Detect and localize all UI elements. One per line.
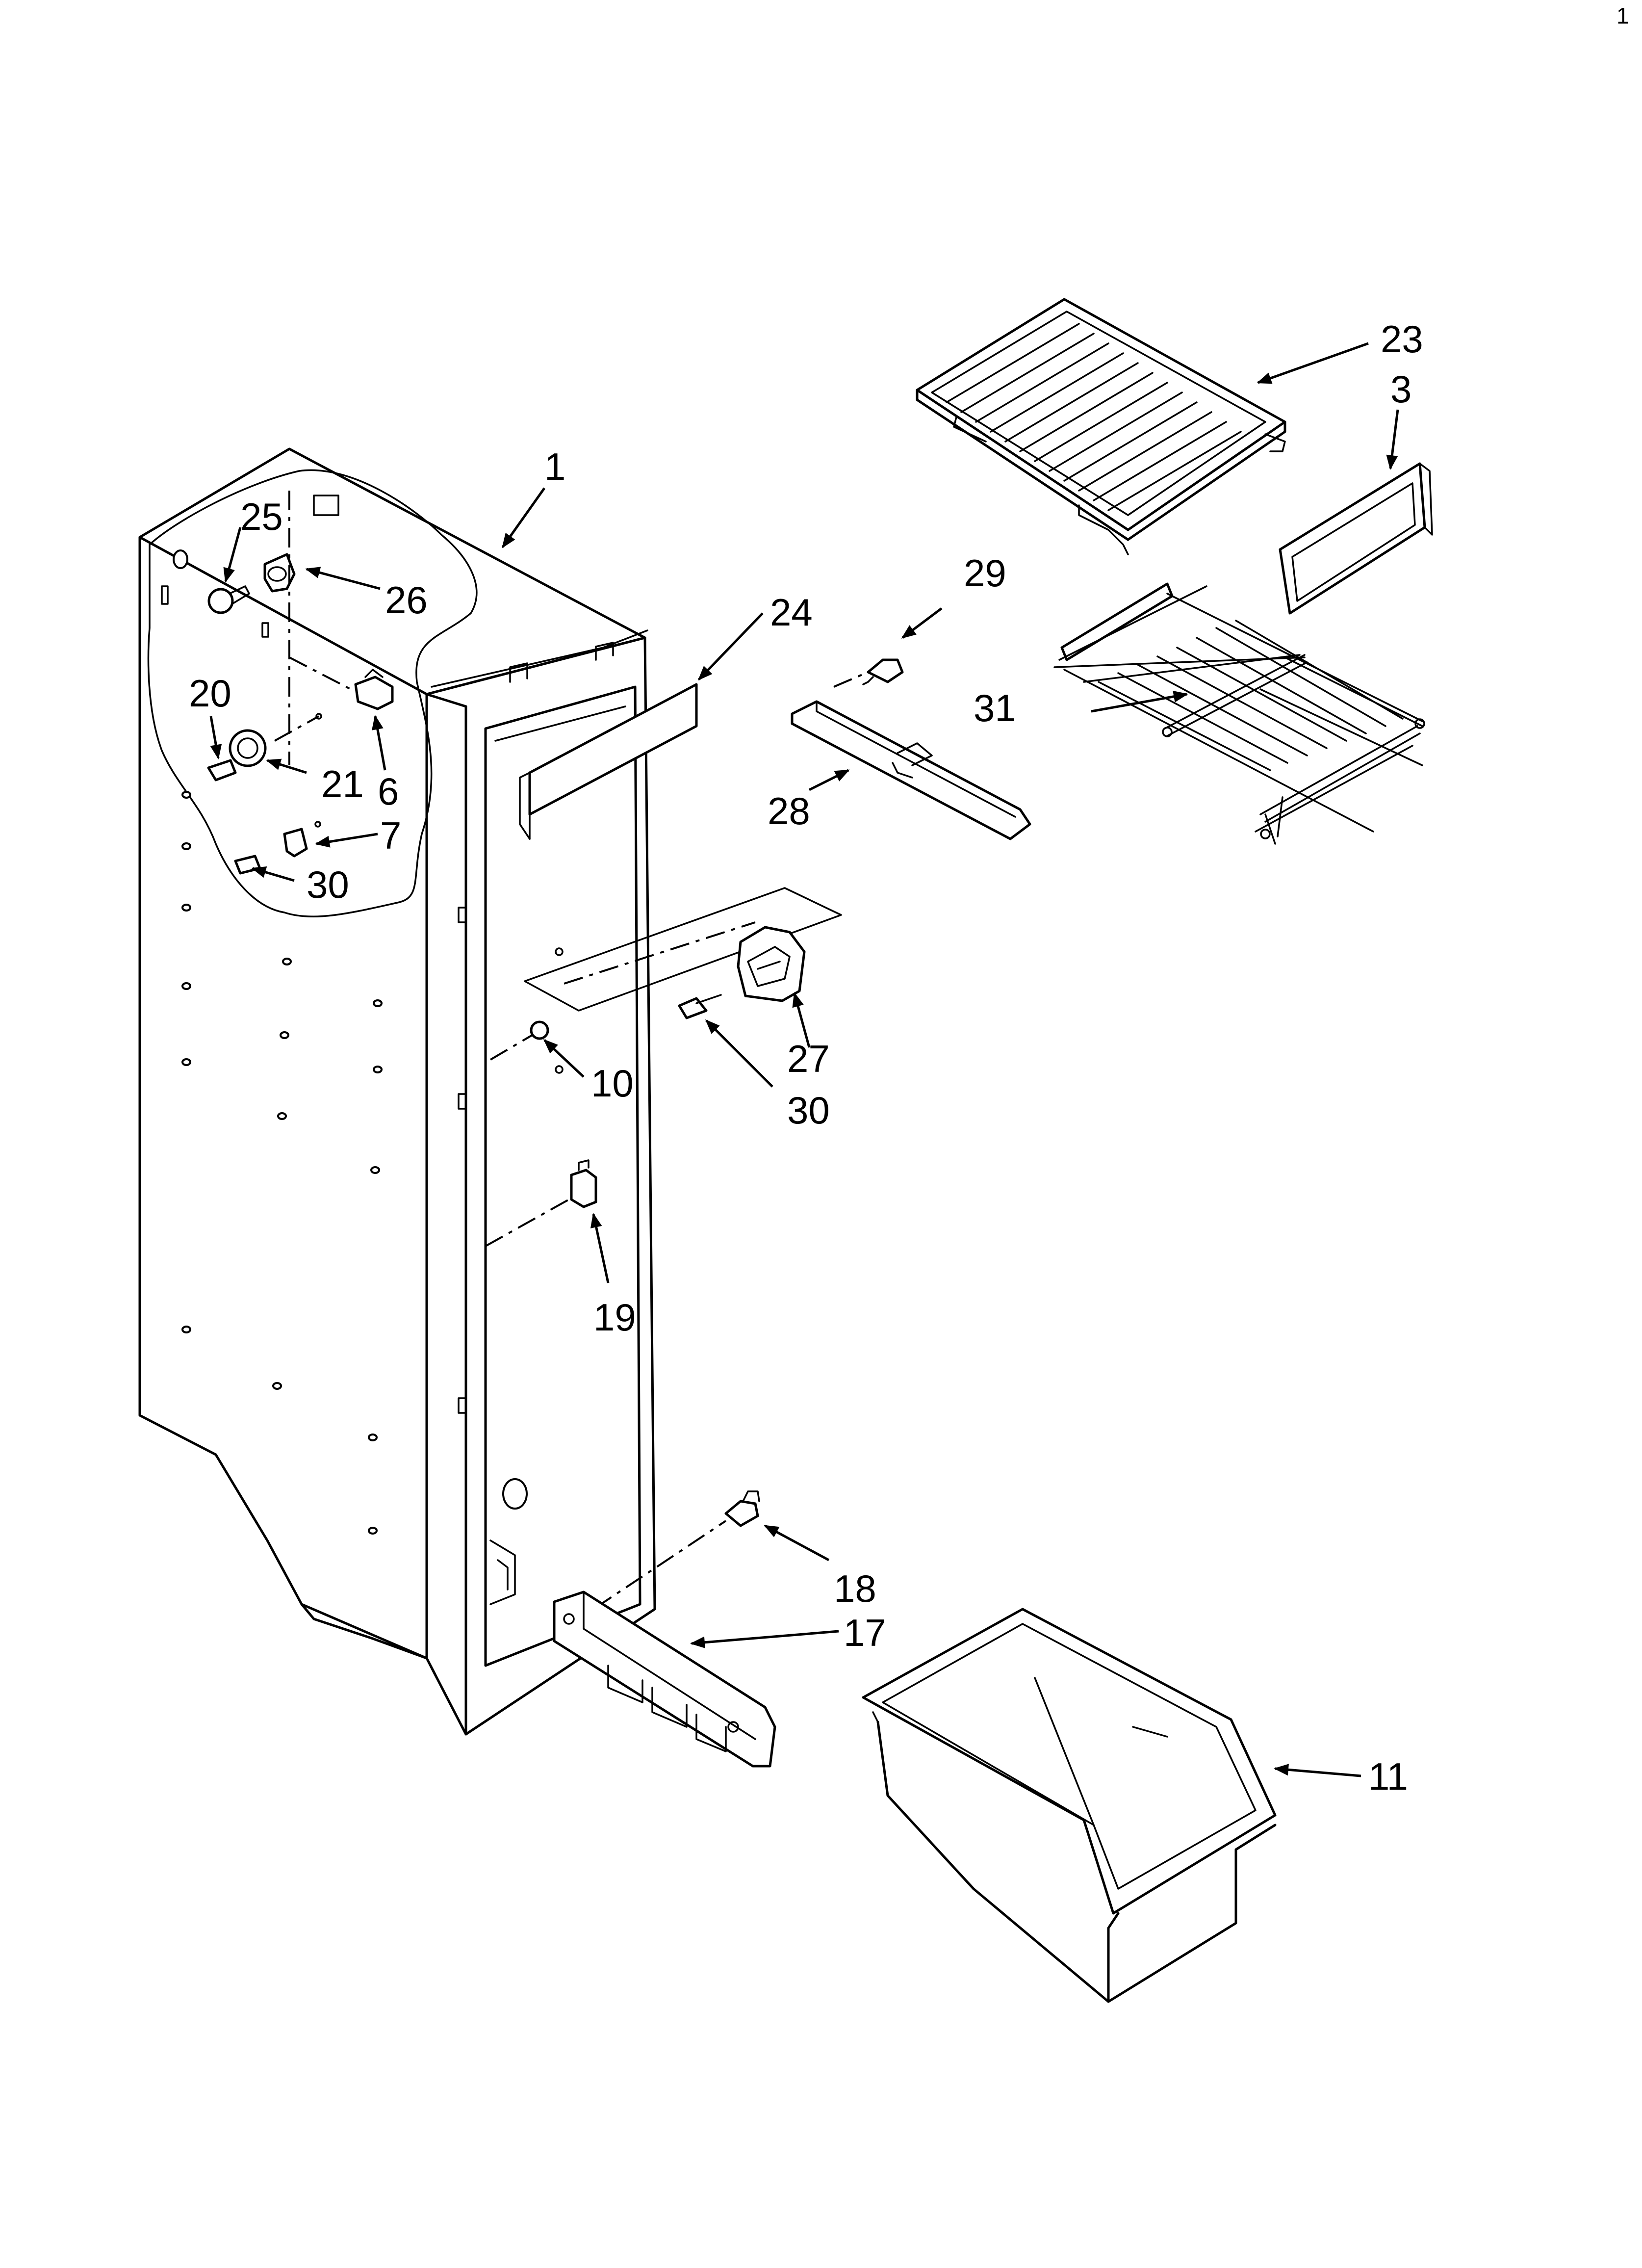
callout-30-right: 30 <box>787 1089 830 1132</box>
callout-28: 28 <box>768 789 810 833</box>
duct-cover <box>519 683 698 840</box>
callout-24: 24 <box>770 591 813 634</box>
light-shield-bracket <box>289 656 394 710</box>
callout-3: 3 <box>1390 367 1411 411</box>
callout-18: 18 <box>834 1567 876 1610</box>
ice-bin <box>862 1608 1277 2003</box>
door-switch <box>485 1159 597 1247</box>
freezer-shelf <box>916 298 1286 555</box>
callout-1: 1 <box>544 445 565 488</box>
liner-mounting-holes <box>181 791 383 1535</box>
wire-shelf <box>1053 582 1425 845</box>
callout-6: 6 <box>378 770 399 813</box>
leader-arrows <box>209 342 1399 1777</box>
callout-26: 26 <box>385 578 428 622</box>
light-socket <box>263 491 296 765</box>
callout-30-left: 30 <box>307 863 349 906</box>
callout-23: 23 <box>1381 317 1423 361</box>
shelf-trim <box>1279 462 1433 615</box>
bottom-grille <box>553 1590 776 1768</box>
light-bulb <box>207 585 250 614</box>
callout-19: 19 <box>593 1296 636 1339</box>
callout-29: 29 <box>964 551 1006 595</box>
thermostat-mount <box>524 887 842 1012</box>
callout-7: 7 <box>380 814 401 857</box>
callout-10: 10 <box>591 1062 634 1105</box>
shelf-support-rail <box>791 700 1031 840</box>
thermostat-screw <box>678 994 722 1019</box>
callout-25: 25 <box>240 495 283 538</box>
shelf-support-screw <box>833 658 904 688</box>
callout-31: 31 <box>974 686 1016 730</box>
light-switch-knob <box>207 713 322 782</box>
callout-20: 20 <box>189 672 231 715</box>
light-button <box>489 1020 564 1074</box>
callout-labels: 1 23 3 24 29 31 28 27 30 10 19 18 17 11 … <box>189 317 1423 1798</box>
callout-21: 21 <box>321 762 364 806</box>
light-switch-bracket <box>234 821 321 875</box>
grille-screw <box>563 1490 760 1630</box>
thermostat-knob-housing <box>737 926 806 1002</box>
callout-27: 27 <box>787 1037 830 1080</box>
freezer-liner <box>138 447 656 1736</box>
page-corner-mark: 1 <box>1616 3 1629 28</box>
callout-11: 11 <box>1368 1755 1408 1798</box>
callout-17: 17 <box>844 1611 886 1654</box>
